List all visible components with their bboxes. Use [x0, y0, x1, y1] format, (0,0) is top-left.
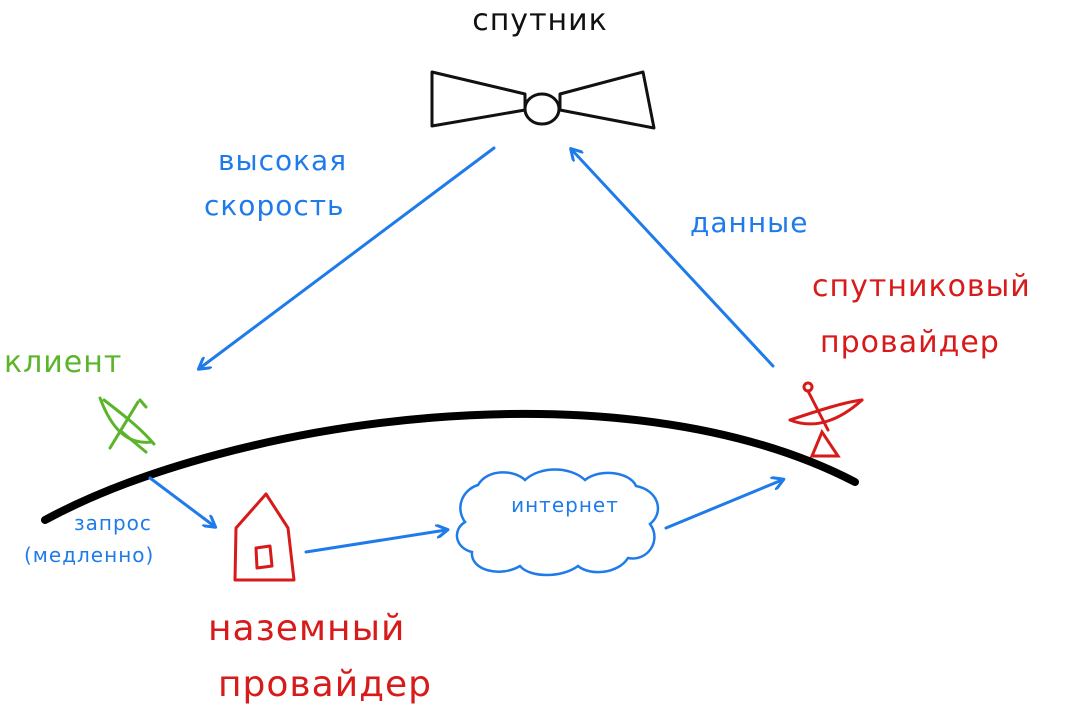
high-speed-label-line2: скорость — [204, 189, 345, 222]
client-label: клиент — [4, 345, 122, 380]
earth-horizon — [41, 409, 859, 524]
internet-to-provider-arrow — [664, 480, 782, 530]
client-dish-icon — [98, 396, 156, 454]
provider-dish-icon — [788, 381, 864, 458]
satellite-label: спутник — [472, 3, 608, 38]
request-label-line2: (медленно) — [24, 543, 154, 567]
satellite-icon — [430, 70, 656, 130]
house-icon — [233, 492, 296, 582]
satellite-provider-label-line2: провайдер — [820, 325, 1000, 360]
cloud-icon — [455, 468, 660, 577]
house-to-internet-arrow — [304, 530, 446, 554]
ground-provider-label-line1: наземный — [208, 608, 405, 649]
request-arrow — [148, 476, 214, 526]
satellite-provider-label-line1: спутниковый — [812, 269, 1031, 304]
data-label: данные — [690, 206, 808, 239]
ground-provider-label-line2: провайдер — [218, 664, 432, 705]
internet-label: интернет — [511, 493, 619, 517]
data-arrow — [572, 150, 775, 368]
high-speed-arrow — [200, 146, 496, 368]
request-label-line1: запрос — [74, 511, 152, 535]
high-speed-label-line1: высокая — [218, 144, 347, 177]
